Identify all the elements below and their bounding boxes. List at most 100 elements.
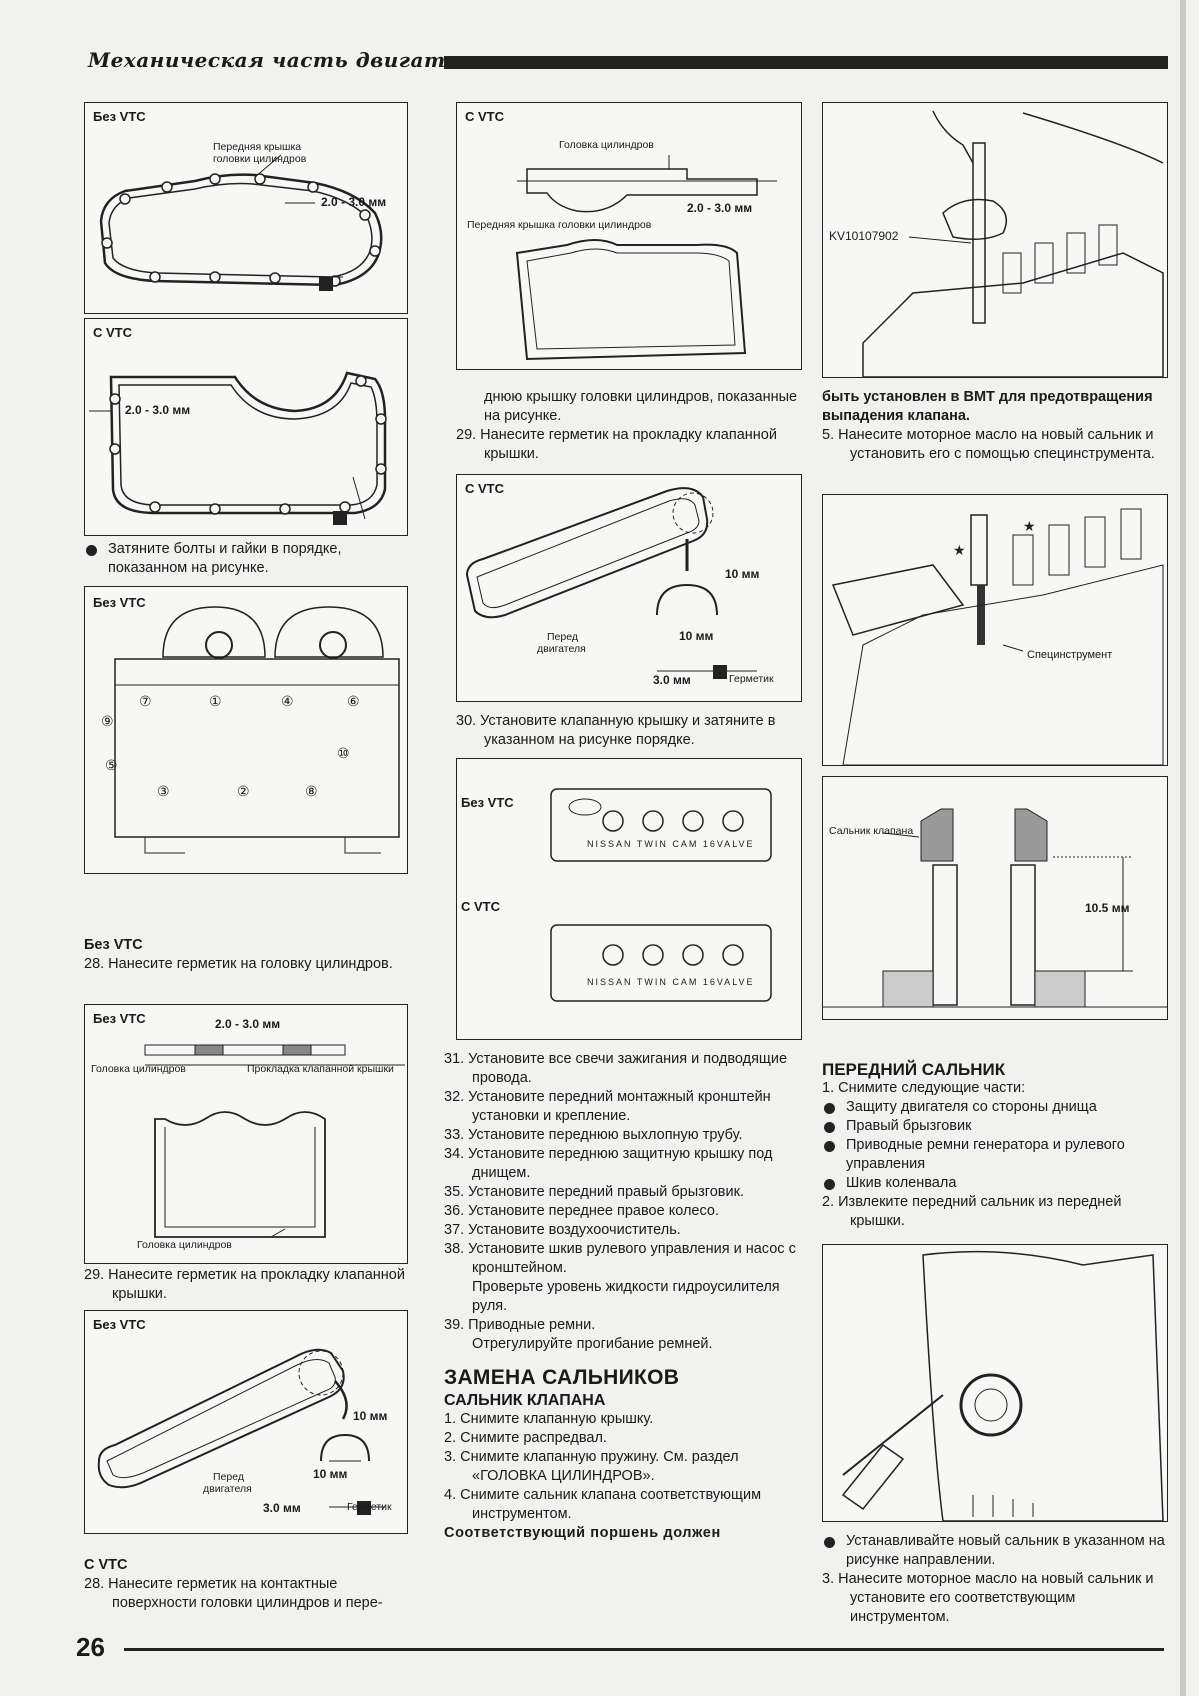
dimension-label: 2.0 - 3.0 мм [321, 195, 387, 209]
running-header: Механическая часть двигателя [88, 48, 1168, 74]
callout-cylinder-head: головки цилиндров [213, 153, 307, 165]
col1-text-c: 29. Нанесите герметик на прокладку клапа… [84, 1266, 406, 1304]
section-heading-seal-replacement: ЗАМЕНА САЛЬНИКОВ [444, 1366, 680, 1389]
col1-text-a: Затяните болты и гайки в порядке, показа… [84, 540, 406, 578]
tool-number: KV10107902 [829, 229, 899, 243]
brand-embossing: NISSAN TWIN CAM 16VALVE [587, 839, 755, 849]
diagram-valve-cover-bolt-order [550, 788, 772, 1002]
page-number: 26 [76, 1632, 105, 1662]
valve-step-4: 4. Снимите сальник клапана соответствующ… [444, 1487, 762, 1522]
header-title: Механическая часть двигателя [88, 48, 491, 72]
bolt-number: ⑦ [139, 693, 152, 709]
diagram-head-gasket-section [144, 1044, 405, 1238]
dimension-label: 3.0 мм [263, 1501, 301, 1515]
front-seal-step-1: 1. Снимите следующие части: [822, 1080, 1026, 1096]
part-item: Правый брызговик [822, 1117, 1166, 1136]
bolt-number: ⑨ [101, 713, 114, 729]
col2-text-a: днюю крышку головки цилиндров, показанны… [456, 388, 800, 464]
dimension-label: 2.0 - 3.0 мм [215, 1017, 281, 1031]
col3-text-a: быть установлен в ВМТ для предотвращения… [822, 388, 1166, 464]
step-30: 30. Установите клапанную крышку и затяни… [456, 713, 776, 748]
figure-valve-cover-sealant-no-vtc: Без VTC 10 мм 10 мм 3.0 мм Перед двигате… [84, 1310, 408, 1534]
step-29-vtc: 29. Нанесите герметик на прокладку клапа… [456, 427, 777, 462]
step-39: 39. Приводные ремни. [444, 1317, 596, 1333]
photo-illustration-tool-removal [862, 110, 1164, 377]
figure-tag: Без VTC [93, 595, 146, 610]
photo-illustration-seal-install: ★ ★ [831, 508, 1164, 765]
dimension-label: 3.0 мм [653, 673, 691, 687]
step-28-continued: днюю крышку головки цилиндров, показанны… [484, 389, 798, 424]
callout-cylinder-head: Головка цилиндров [91, 1063, 186, 1075]
step-33: 33. Установите переднюю выхлопную трубу. [444, 1127, 743, 1143]
figure-tightening-order: Без VTC С VTC NISSAN TWIN CAM 16VALVE NI… [456, 758, 802, 1040]
dimension-label: 2.0 - 3.0 мм [125, 403, 191, 417]
step-28: 28. Нанесите герметик на головку цилиндр… [84, 956, 393, 972]
valve-step-5: 5. Нанесите моторное масло на новый саль… [822, 427, 1155, 462]
callout-front-cover: Передняя крышка головки цилиндров [467, 219, 652, 231]
col3-text-c: Устанавливайте новый сальник в указанном… [822, 1532, 1166, 1627]
bullet-install-new-seal: Устанавливайте новый сальник в указанном… [822, 1532, 1166, 1570]
figure-tag: С VTC [465, 481, 504, 496]
part-item: Приводные ремни генератора и рулевого уп… [822, 1136, 1166, 1174]
col2-text-b: 30. Установите клапанную крышку и затяни… [456, 712, 800, 750]
col1-text-b: Без VTC 28. Нанесите герметик на головку… [84, 936, 406, 974]
brand-embossing: NISSAN TWIN CAM 16VALVE [587, 977, 755, 987]
valve-step-1: 1. Снимите клапанную крышку. [444, 1411, 654, 1427]
footer-rule [124, 1648, 1164, 1651]
svg-text:★: ★ [953, 543, 966, 559]
callout-cylinder-head: Головка цилиндров [137, 1239, 232, 1251]
step-31: 31. Установите все свечи зажигания и под… [444, 1051, 788, 1086]
figure-seal-installation: ★ ★ Специнструмент [822, 494, 1168, 766]
bolt-number: ⑤ [105, 757, 118, 773]
figure-tag: С VTC [461, 899, 500, 914]
figure-bolt-order-no-vtc: Без VTC ⑦ ① ④ ⑥ ⑨ ⑩ ⑤ ③ ② ⑧ [84, 586, 408, 874]
heading-no-vtc: Без VTC [84, 937, 143, 953]
figure-tag: С VTC [93, 325, 132, 340]
figure-valve-seal-removal: KV10107902 [822, 102, 1168, 378]
figure-front-cover-no-vtc: Без VTC Передняя крышка головки цилиндро… [84, 102, 408, 314]
figure-seal-height: Сальник клапана 10.5 мм [822, 776, 1168, 1020]
header-bar [444, 56, 1168, 69]
step-37: 37. Установите воздухоочиститель. [444, 1222, 681, 1238]
diagram-front-cover-bolt-order [114, 606, 400, 854]
callout-valve-seal: Сальник клапана [829, 825, 914, 837]
figure-tag: Без VTC [93, 1317, 146, 1332]
subheading-front-seal: ПЕРЕДНИЙ САЛЬНИК [822, 1060, 1006, 1079]
part-item: Шкив коленвала [822, 1174, 1166, 1193]
bolt-number: ④ [281, 693, 294, 709]
callout-engine-front: Перед [213, 1471, 244, 1483]
col2-steps: 31. Установите все свечи зажигания и под… [444, 1050, 800, 1543]
callout-front-cover: Передняя крышка [213, 141, 302, 153]
warning-bold: Соответствующий поршень должен [444, 1525, 721, 1541]
step-36: 36. Установите переднее правое колесо. [444, 1203, 719, 1219]
callout-engine-front: Перед [547, 631, 578, 643]
callout-special-tool: Специнструмент [1027, 649, 1113, 661]
step-35: 35. Установите передний правый брызговик… [444, 1184, 744, 1200]
page-spine-shadow [1180, 0, 1186, 1696]
diagram-front-cover-gasket [99, 154, 383, 291]
valve-step-2: 2. Снимите распредвал. [444, 1430, 607, 1446]
step-38-note: Проверьте уровень жидкости гидроусилител… [472, 1279, 780, 1314]
dimension-label: 10 мм [313, 1467, 348, 1481]
callout-valve-cover-gasket: Прокладка клапанной крышки [247, 1063, 394, 1075]
bullet-tighten-bolts: Затяните болты и гайки в порядке, показа… [84, 540, 406, 578]
callout-sealant: Герметик [347, 1501, 392, 1513]
dimension-label: 10.5 мм [1085, 901, 1130, 915]
dimension-label: 2.0 - 3.0 мм [687, 201, 753, 215]
step-34: 34. Установите переднюю защитную крышку … [444, 1146, 773, 1181]
diagram-valve-seal-height [823, 808, 1167, 1008]
bolt-number: ② [237, 783, 250, 799]
bolt-number: ⑧ [305, 783, 318, 799]
step-32: 32. Установите передний монтажный кроншт… [444, 1089, 771, 1124]
front-seal-step-3: 3. Нанесите моторное масло на новый саль… [822, 1571, 1154, 1625]
part-item: Защиту двигателя со стороны днища [822, 1098, 1166, 1117]
figure-tag: Без VTC [461, 795, 514, 810]
bolt-number: ① [209, 693, 222, 709]
photo-illustration-front-seal [841, 1250, 1164, 1521]
col3-text-b: ПЕРЕДНИЙ САЛЬНИК 1. Снимите следующие ча… [822, 1060, 1166, 1231]
svg-text:★: ★ [1023, 519, 1036, 535]
figure-tag: Без VTC [93, 1011, 146, 1026]
diagram-valve-cover-gasket [97, 1348, 385, 1515]
dimension-label: 10 мм [353, 1409, 388, 1423]
diagram-front-cover-vtc-gasket [89, 371, 387, 525]
